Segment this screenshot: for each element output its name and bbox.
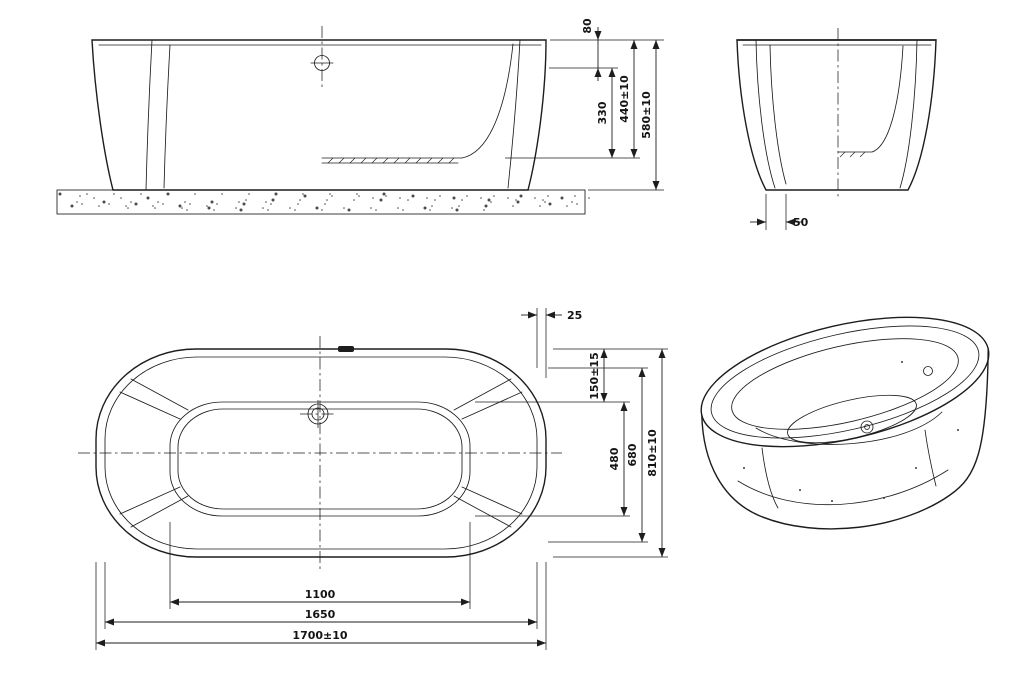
floor-slab <box>56 189 586 215</box>
floor-speckle-texture <box>58 192 590 212</box>
isometric-view <box>700 316 990 530</box>
plan-view: 25 150±15 480 680 810±10 <box>78 308 668 650</box>
front-tub-outline <box>91 39 547 191</box>
side-dimensions: 50 <box>750 194 809 230</box>
dim-label-rim-to-overflow: 80 <box>581 18 594 34</box>
front-seat-hatch <box>327 157 455 164</box>
plan-length-dimensions: 1100 1650 1700±10 <box>95 522 547 650</box>
iso-speckles <box>743 361 959 502</box>
iso-panel-seam-left <box>761 447 779 509</box>
dim-label-overflow-to-floor: 330 <box>596 101 609 124</box>
iso-drain-symbol <box>860 420 874 434</box>
iso-panel-seam-right <box>924 429 937 487</box>
dim-label-depth: 440±10 <box>618 75 631 123</box>
plan-corner-transitions <box>119 378 523 528</box>
dim-label-overall-length: 1700±10 <box>292 629 347 642</box>
drain-symbol <box>300 400 336 428</box>
front-dimensions: 80 330 440±10 580±10 <box>505 18 664 191</box>
side-seat-hatch <box>839 151 866 158</box>
dim-label-overall-height: 580±10 <box>640 91 653 139</box>
iso-body-outline <box>701 348 989 530</box>
iso-rim-inner <box>710 325 980 439</box>
dim-label-mid-width: 680 <box>626 443 639 466</box>
dim-label-base-inset: 50 <box>793 216 809 229</box>
side-elevation-view: 50 <box>736 28 937 230</box>
plan-width-dimensions: 150±15 480 680 810±10 <box>475 348 668 558</box>
iso-inner-wall-curve <box>755 411 943 445</box>
dim-label-overall-width: 810±10 <box>646 429 659 477</box>
dim-label-basin-width: 480 <box>608 447 621 470</box>
iso-base-seam <box>737 469 949 506</box>
plan-rim-lip-dimension: 25 <box>521 308 582 378</box>
side-tub-outline <box>736 39 937 191</box>
iso-basin-opening <box>731 338 959 430</box>
front-elevation-view: 80 330 440±10 580±10 <box>56 18 664 215</box>
side-inner-wall <box>871 45 904 153</box>
dim-label-basin-length: 1100 <box>305 588 336 601</box>
overflow-marker <box>338 346 354 352</box>
dim-label-rim-lip: 25 <box>567 309 582 322</box>
dim-label-inner-length: 1650 <box>305 608 336 621</box>
dim-label-edge-to-basin: 150±15 <box>588 352 601 400</box>
front-inner-wall <box>461 43 514 159</box>
iso-overflow-hole <box>923 366 933 376</box>
iso-basin-floor <box>787 394 917 444</box>
